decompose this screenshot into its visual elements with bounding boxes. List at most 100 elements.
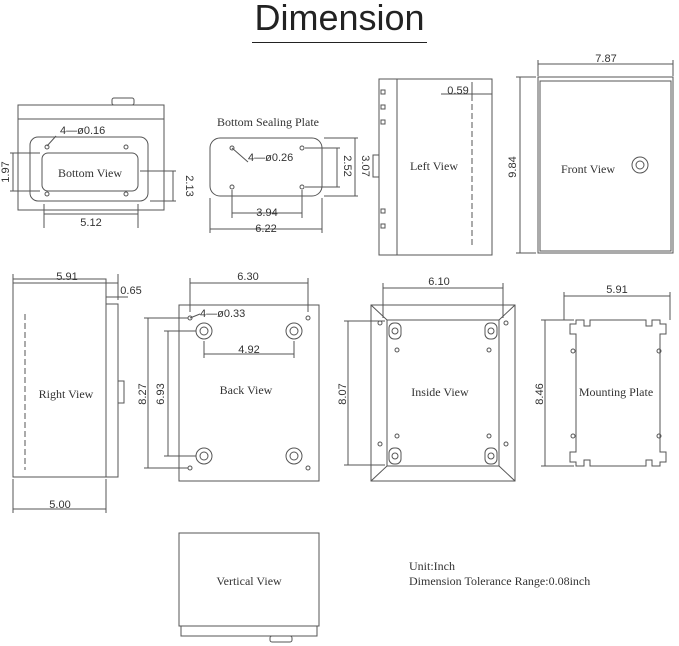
tolerance-note: Dimension Tolerance Range:0.08inch [409, 574, 590, 588]
back-view-leader [189, 313, 201, 319]
back-view-mount-hole [195, 322, 213, 340]
mounting-plate-hole [570, 348, 576, 354]
unit-note: Unit:Inch [409, 559, 455, 573]
left-view-hinge [380, 89, 386, 95]
back-view-mount-hole [195, 447, 213, 465]
right-view-top-width: 5.91 [56, 271, 77, 283]
sealing-plate-label: Bottom Sealing Plate [217, 115, 319, 129]
sealing-plate-inner-width: 3.94 [256, 207, 277, 219]
sealing-plate-leader [231, 147, 249, 163]
right-view-flange [105, 303, 119, 478]
bottom-view-label: Bottom View [58, 166, 122, 180]
sealing-plate-body [209, 137, 323, 197]
bottom-view-height-left: 1.97 [0, 161, 12, 182]
mounting-plate-hole [656, 348, 662, 354]
sealing-plate-hole [299, 145, 305, 151]
right-view-label: Right View [39, 387, 94, 401]
back-view-inner-width: 4.92 [238, 344, 259, 356]
front-view-width: 7.87 [595, 53, 616, 65]
sealing-plate-outer-height: 3.07 [359, 155, 371, 176]
right-view-bottom-width: 5.00 [49, 499, 70, 511]
left-view-depth: 0.59 [447, 85, 468, 97]
back-view-outer-height: 8.27 [137, 383, 149, 404]
right-view-knob [117, 380, 125, 404]
inside-view-hole [394, 433, 400, 439]
inside-view-corner [370, 465, 388, 482]
front-view-height: 9.84 [507, 156, 519, 177]
mounting-plate-width: 5.91 [606, 284, 627, 296]
left-view-hinge [380, 208, 386, 214]
mounting-plate-outline [569, 319, 667, 467]
inside-view-corner [498, 465, 516, 482]
mounting-plate-height: 8.46 [534, 383, 546, 404]
inside-view-boss [484, 447, 498, 465]
inside-view-cavity [386, 319, 500, 467]
vertical-view-label: Vertical View [216, 574, 282, 588]
back-view-hole [187, 465, 193, 471]
mounting-plate-label: Mounting Plate [579, 385, 653, 399]
back-view-body [178, 304, 320, 482]
left-view-label: Left View [410, 159, 458, 173]
inside-view-hole [391, 452, 399, 460]
back-view-outer-width: 6.30 [237, 271, 258, 283]
mounting-plate-hole [656, 433, 662, 439]
back-view-mount-hole-inner [199, 451, 209, 461]
back-view-hole [305, 315, 311, 321]
back-view-mount-hole [285, 322, 303, 340]
inside-view-boss [388, 447, 402, 465]
left-view-hinge [380, 104, 386, 110]
sealing-plate-hole [229, 184, 235, 190]
inside-view-hole [391, 327, 399, 335]
back-view-mount-hole-inner [289, 451, 299, 461]
front-view-door [539, 80, 672, 252]
sealing-plate-outer-width: 6.22 [255, 223, 276, 235]
bottom-view-flange [17, 104, 165, 120]
bottom-view-hole [44, 144, 50, 150]
sealing-plate-inner-height: 2.52 [341, 155, 353, 176]
left-view-body [396, 78, 493, 256]
notes: Unit:Inch Dimension Tolerance Range:0.08… [409, 559, 590, 588]
inside-view-corner [370, 304, 388, 321]
inside-view-hole [503, 320, 509, 326]
inside-view-frame [370, 304, 516, 482]
left-view-hinge [380, 223, 386, 229]
mounting-plate-hole [570, 433, 576, 439]
title-text: Dimension [252, 0, 427, 43]
right-view-flange-width: 0.65 [120, 285, 141, 297]
bottom-view-knob [111, 97, 135, 106]
inside-view-boss [484, 322, 498, 340]
inside-view-width: 6.10 [428, 276, 449, 288]
inside-view: Inside View 6.10 8.07 [337, 276, 516, 482]
back-view-holes: 4—ø0.33 [200, 308, 245, 320]
back-view-inner-height: 6.93 [155, 383, 167, 404]
bottom-view-opening [41, 152, 139, 192]
bottom-view-width: 5.12 [80, 217, 101, 229]
bottom-view-hole [123, 144, 129, 150]
bottom-view-holes: 4—ø0.16 [60, 125, 105, 137]
inside-view-hole [486, 433, 492, 439]
back-view-mount-hole-inner [289, 326, 299, 336]
inside-view-hole [377, 441, 383, 447]
sealing-plate-hole [299, 184, 305, 190]
inside-view-boss [388, 322, 402, 340]
vertical-view-knob [269, 635, 293, 643]
back-view: Back View 4—ø0.33 6.30 4.92 8.27 6.93 [137, 271, 320, 482]
inside-view-hole [487, 327, 495, 335]
sealing-plate-hole [229, 145, 235, 151]
back-view-mount-hole-inner [199, 326, 209, 336]
sealing-plate-view: Bottom Sealing Plate 4—ø0.26 3.94 6.22 2… [209, 115, 371, 235]
bottom-view-height-right: 2.13 [183, 175, 195, 196]
page-title: Dimension [0, 0, 679, 44]
bottom-view-hole [123, 191, 129, 197]
inside-view-hole [394, 347, 400, 353]
inside-view-height: 8.07 [337, 383, 349, 404]
mounting-plate-view: Mounting Plate 5.91 8.46 [534, 284, 671, 467]
bottom-view-plate [29, 136, 149, 202]
vertical-view-flange [180, 625, 318, 637]
front-view-lock-icon [631, 156, 649, 174]
sealing-plate-holes: 4—ø0.26 [248, 152, 293, 164]
back-view-hole [305, 465, 311, 471]
front-view-body [537, 76, 674, 254]
right-view-body [12, 278, 107, 478]
